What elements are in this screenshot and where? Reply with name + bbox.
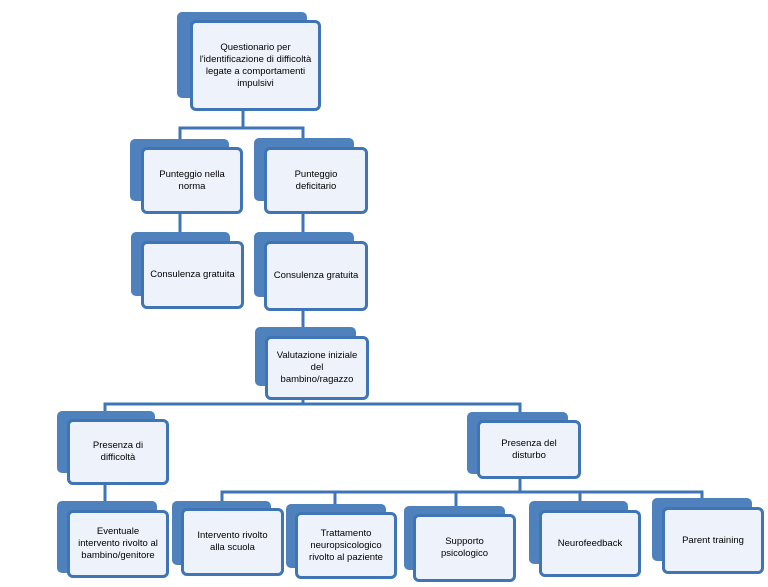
node-psych-support-label: Supporto psicologico [441,536,488,559]
node-questionnaire-label: Questionario per l'identificazione di di… [199,41,312,89]
node-eventual-intervention-label: Eventuale intervento rivolto al bambino/… [78,526,158,561]
node-initial-eval-label: Valutazione iniziale del bambino/ragazzo [276,350,358,385]
node-score-normal-label: Punteggio nella norma [159,168,225,192]
node-neuropsych-treatment-label: Trattamento neuropsicologico rivolto al … [309,527,383,563]
node-school-intervention-label: Intervento rivolto alla scuola [197,530,268,553]
node-difficulty-label: Presenza di difficoltà [92,440,144,463]
node-neurofeedback-label: Neurofeedback [557,537,623,549]
node-score-deficit-label: Punteggio deficitario [294,168,338,192]
node-consult-right-label: Consulenza gratuita [273,270,359,281]
node-consult-left-label: Consulenza gratuita [150,269,235,280]
node-parent-training-label: Parent training [682,534,744,546]
node-disorder-label: Presenza del disturbo [501,437,557,461]
